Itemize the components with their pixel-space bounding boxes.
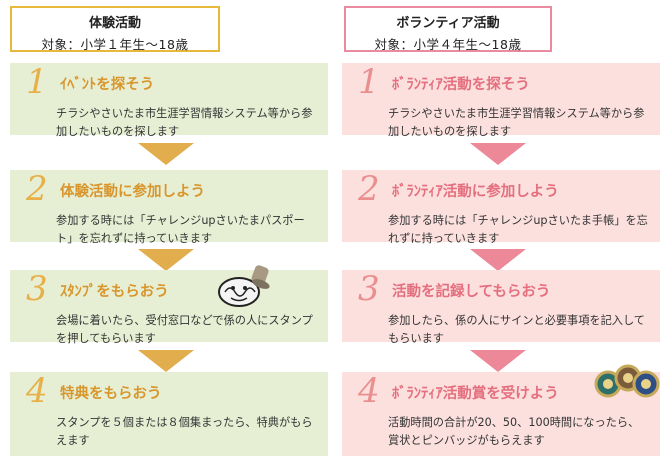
volunteer-activity-column: ボランティア活動 対象：小学４年生～18歳 1 ﾎﾞﾗﾝﾃｨｱ活動を探そう チラ… — [342, 0, 660, 456]
step-title: ｽﾀﾝﾌﾟをもらおう — [60, 284, 169, 300]
down-arrow-icon — [470, 350, 526, 372]
step-title: 体験活動に参加しよう — [60, 184, 205, 200]
step-title: ﾎﾞﾗﾝﾃｨｱ活動賞を受けよう — [392, 386, 559, 402]
volunteer-header: ボランティア活動 対象：小学４年生～18歳 — [344, 6, 552, 52]
step-description: 参加したら、係の人にサインと必要事項を記入してもらいます — [388, 314, 645, 345]
step-title: 活動を記録してもらおう — [392, 284, 551, 300]
step-description: 参加する時には「チャレンジupさいたま手帳」を忘れずに持っていきます — [388, 214, 648, 245]
step-title: ﾎﾞﾗﾝﾃｨｱ活動を探そう — [392, 77, 530, 93]
volunteer-step-1: 1 ﾎﾞﾗﾝﾃｨｱ活動を探そう チラシやさいたま市生涯学習情報システム等から参加… — [342, 62, 660, 138]
step-description: スタンプを５個または８個集まったら、特典がもらえます — [56, 416, 313, 447]
step-number: 1 — [358, 62, 380, 102]
volunteer-step-3: 3 活動を記録してもらおう 参加したら、係の人にサインと必要事項を記入してもらい… — [342, 269, 660, 345]
down-arrow-icon — [470, 249, 526, 271]
step-number: 4 — [26, 371, 48, 411]
volunteer-header-title: ボランティア活動 — [396, 16, 500, 31]
volunteer-step-2: 2 ﾎﾞﾗﾝﾃｨｱ活動に参加しよう 参加する時には「チャレンジupさいたま手帳」… — [342, 169, 660, 245]
down-arrow-icon — [138, 143, 194, 165]
step-number: 1 — [26, 62, 48, 102]
pin-badge-illustration-icon — [594, 364, 660, 398]
down-arrow-icon — [138, 249, 194, 271]
experience-step-4: 4 特典をもらおう スタンプを５個または８個集まったら、特典がもらえます — [10, 372, 328, 456]
step-description: 会場に着いたら、受付窓口などで係の人にスタンプを押してもらいます — [56, 314, 313, 345]
experience-step-2: 2 体験活動に参加しよう 参加する時には「チャレンジupさいたまパスポート」を忘… — [10, 169, 328, 245]
experience-step-1: 1 ｲﾍﾞﾝﾄを探そう チラシやさいたま市生涯学習情報システム等から参加したいも… — [10, 62, 328, 138]
down-arrow-icon — [138, 350, 194, 372]
step-number: 2 — [26, 169, 48, 209]
step-description: 活動時間の合計が20、50、100時間になったら、賞状とピンバッジがもらえます — [388, 416, 640, 447]
experience-header: 体験活動 対象：小学１年生～18歳 — [10, 6, 220, 52]
step-description: チラシやさいたま市生涯学習情報システム等から参加したいものを探します — [56, 107, 313, 138]
stamp-illustration-icon — [218, 265, 270, 307]
experience-header-title: 体験活動 — [88, 16, 141, 31]
step-title: ﾎﾞﾗﾝﾃｨｱ活動に参加しよう — [392, 184, 559, 200]
experience-header-target: 対象：小学１年生～18歳 — [41, 37, 189, 52]
step-description: チラシやさいたま市生涯学習情報システム等から参加したいものを探します — [388, 107, 645, 138]
volunteer-step-4: 4 ﾎﾞﾗﾝﾃｨｱ活動賞を受けよう 活動時間の合計が20、50、100時間になっ… — [342, 372, 660, 456]
down-arrow-icon — [470, 143, 526, 165]
experience-activity-column: 体験活動 対象：小学１年生～18歳 1 ｲﾍﾞﾝﾄを探そう チラシやさいたま市生… — [10, 0, 328, 456]
volunteer-header-target: 対象：小学４年生～18歳 — [374, 37, 522, 52]
step-number: 4 — [358, 371, 380, 411]
experience-step-3: 3 ｽﾀﾝﾌﾟをもらおう 会場に着いたら、受付窓口などで係の人にスタンプを押して… — [10, 269, 328, 345]
step-number: 2 — [358, 169, 380, 209]
step-title: 特典をもらおう — [60, 386, 162, 402]
step-title: ｲﾍﾞﾝﾄを探そう — [60, 77, 155, 93]
step-number: 3 — [358, 269, 380, 309]
step-description: 参加する時には「チャレンジupさいたまパスポート」を忘れずに持っていきます — [56, 214, 305, 245]
step-number: 3 — [26, 269, 48, 309]
